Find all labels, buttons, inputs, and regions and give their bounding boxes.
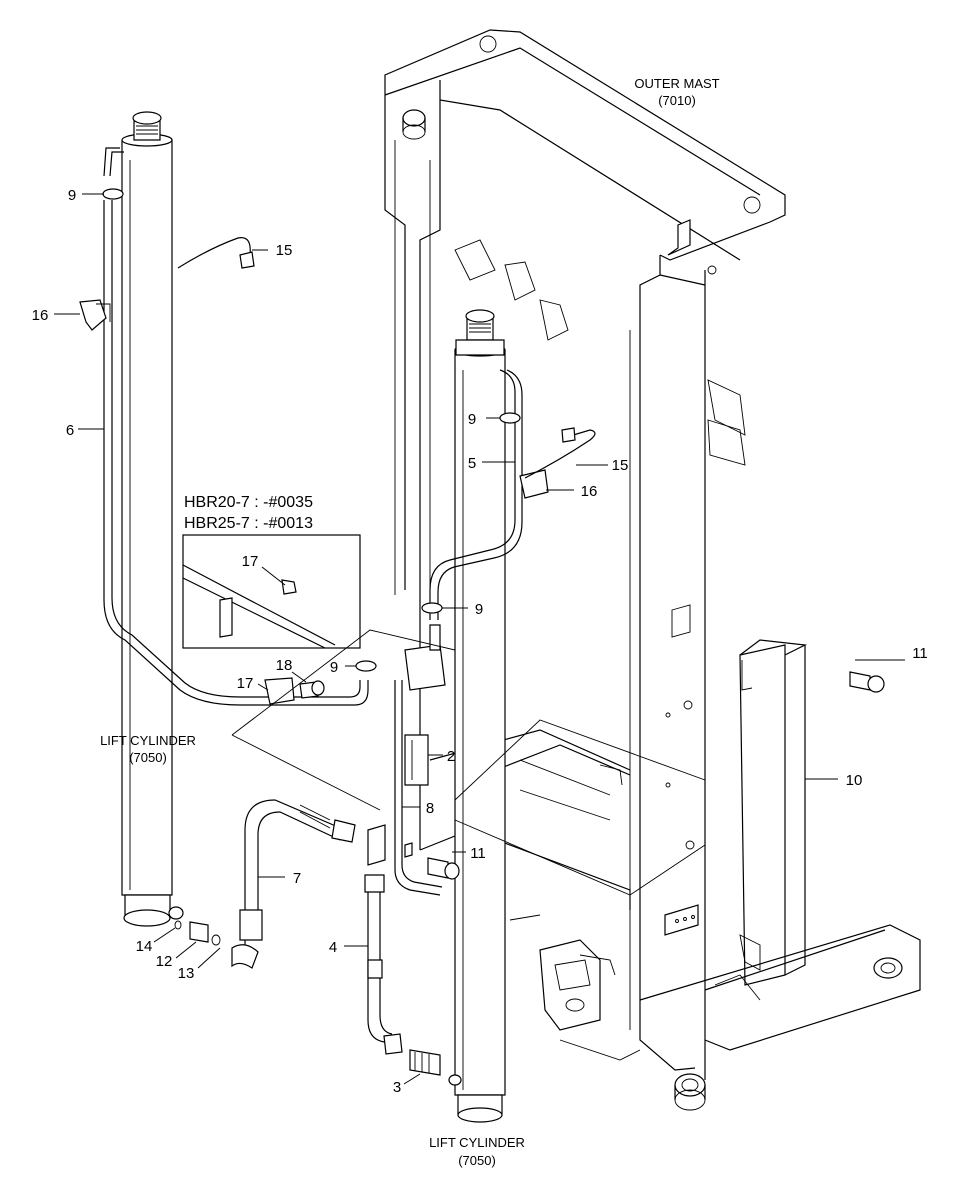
lift-cylinder-bottom-code: (7050) bbox=[458, 1153, 496, 1168]
callout-9-left-center: 9 bbox=[330, 659, 338, 676]
callout-5: 5 bbox=[468, 455, 476, 472]
callout-13: 13 bbox=[178, 965, 195, 982]
lift-cylinder-center bbox=[448, 309, 506, 1123]
callout-numbers: 9 15 16 6 9 5 15 16 17 9 18 9 17 11 2 10… bbox=[32, 187, 928, 1096]
inset-detail-box bbox=[182, 534, 361, 649]
callout-8: 8 bbox=[426, 800, 434, 817]
lift-cylinder-left-code: (7050) bbox=[129, 750, 167, 765]
callout-12: 12 bbox=[156, 953, 173, 970]
callout-17-inset: 17 bbox=[242, 553, 259, 570]
callout-11-right: 11 bbox=[912, 645, 928, 662]
callout-4: 4 bbox=[329, 939, 337, 956]
outer-mast-code: (7010) bbox=[658, 93, 696, 108]
lift-cylinder-left bbox=[103, 111, 184, 927]
callout-15-top: 15 bbox=[276, 242, 293, 259]
callout-7: 7 bbox=[293, 870, 301, 887]
callout-18: 18 bbox=[276, 657, 293, 674]
pipes bbox=[79, 188, 885, 1076]
callout-17-center: 17 bbox=[237, 675, 254, 692]
routing-outline bbox=[231, 629, 706, 896]
callout-16-left: 16 bbox=[32, 307, 49, 324]
callout-9-center: 9 bbox=[475, 601, 483, 618]
callout-9-mid: 9 bbox=[468, 411, 476, 428]
outer-mast-label: OUTER MAST bbox=[634, 76, 719, 91]
lift-cylinder-bottom-label: LIFT CYLINDER bbox=[429, 1135, 525, 1150]
outer-mast bbox=[384, 29, 921, 1111]
callout-10: 10 bbox=[846, 772, 863, 789]
callout-3: 3 bbox=[393, 1079, 401, 1096]
serial-note-1: HBR20-7 : -#0035 bbox=[184, 494, 313, 511]
callout-6: 6 bbox=[66, 422, 74, 439]
callout-15-mid: 15 bbox=[612, 457, 629, 474]
callout-9-top-left: 9 bbox=[68, 187, 76, 204]
text-labels: OUTER MAST (7010) LIFT CYLINDER (7050) L… bbox=[100, 76, 720, 1168]
callout-2: 2 bbox=[447, 748, 455, 765]
leader-lines bbox=[54, 193, 905, 1085]
part-10-channel bbox=[739, 639, 808, 986]
serial-note-2: HBR25-7 : -#0013 bbox=[184, 515, 313, 532]
lift-cylinder-left-label: LIFT CYLINDER bbox=[100, 733, 196, 748]
callout-11-center: 11 bbox=[470, 845, 486, 862]
callout-14: 14 bbox=[136, 938, 153, 955]
callout-16-mid: 16 bbox=[581, 483, 598, 500]
